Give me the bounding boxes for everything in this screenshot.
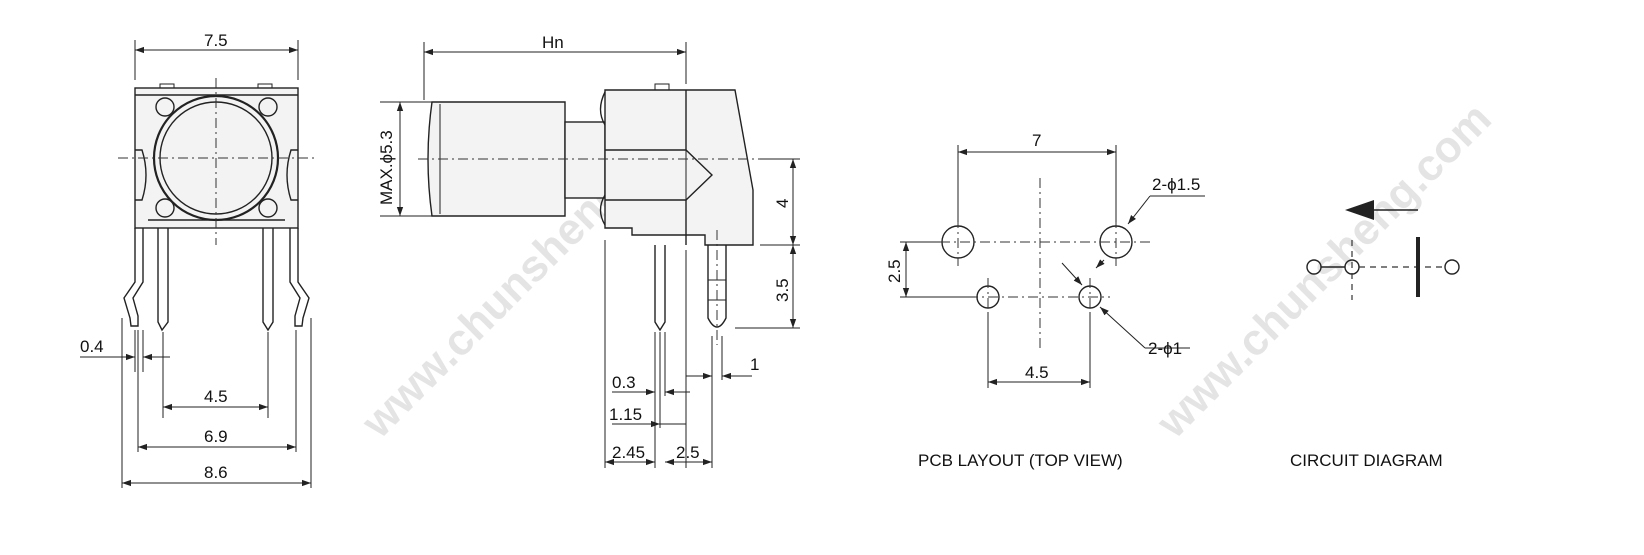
label-d-0.3: 0.3 (612, 373, 636, 392)
pcb-layout-title: PCB LAYOUT (TOP VIEW) (918, 451, 1123, 470)
label-spacing-bottom: 4.5 (1025, 363, 1049, 382)
leader-large-holes (1127, 195, 1151, 225)
circuit-title: CIRCUIT DIAGRAM (1290, 451, 1443, 470)
label-row-spacing: 2.5 (885, 259, 904, 283)
pin-inner-right (262, 228, 274, 332)
side-pin (654, 245, 666, 332)
corner-boss (155, 97, 175, 117)
label-pin-spacing-mid: 6.9 (204, 427, 228, 446)
side-housing (604, 89, 754, 246)
label-d-2.5: 2.5 (676, 443, 700, 462)
front-view: 7.5 0.4 4.5 6.9 8.6 (80, 31, 318, 488)
label-spacing-top: 7 (1032, 131, 1041, 150)
terminal-right (1444, 259, 1460, 275)
label-cap-diameter: MAX.ϕ5.3 (377, 130, 396, 205)
label-large-holes: 2-ϕ1.5 (1152, 175, 1200, 194)
side-pin-round (707, 245, 727, 328)
label-d-1.15: 1.15 (609, 405, 642, 424)
label-width-top: 7.5 (204, 31, 228, 50)
label-d-1: 1 (750, 355, 759, 374)
arrow-head-icon (1345, 200, 1374, 220)
watermark-2: www.chunsheng.com (1147, 94, 1501, 448)
plunger-cap (427, 101, 566, 217)
leader-small-holes (1099, 306, 1146, 349)
label-length: Hn (542, 33, 564, 52)
label-pin-spacing-inner: 4.5 (204, 387, 228, 406)
pcb-layout: 7 4.5 2.5 2-ϕ1.5 2-ϕ1 PCB LAYOUT (TOP VI… (885, 131, 1205, 470)
label-pin-spacing-outer: 8.6 (204, 463, 228, 482)
pin-outer-right (289, 228, 310, 327)
label-lead-width: 0.4 (80, 337, 104, 356)
side-view: Hn MAX.ϕ5.3 4 3.5 1 0.3 1.15 2.45 2.5 (377, 33, 800, 468)
circuit-diagram: CIRCUIT DIAGRAM (1290, 200, 1460, 470)
pin-inner-left (157, 228, 169, 332)
corner-boss (155, 198, 175, 218)
label-small-holes: 2-ϕ1 (1148, 339, 1182, 358)
label-height-lower: 3.5 (773, 278, 792, 302)
corner-boss (258, 198, 278, 218)
label-d-2.45: 2.45 (612, 443, 645, 462)
label-height-upper: 4 (773, 199, 792, 208)
pin-outer-left (123, 228, 144, 327)
corner-boss (258, 97, 278, 117)
